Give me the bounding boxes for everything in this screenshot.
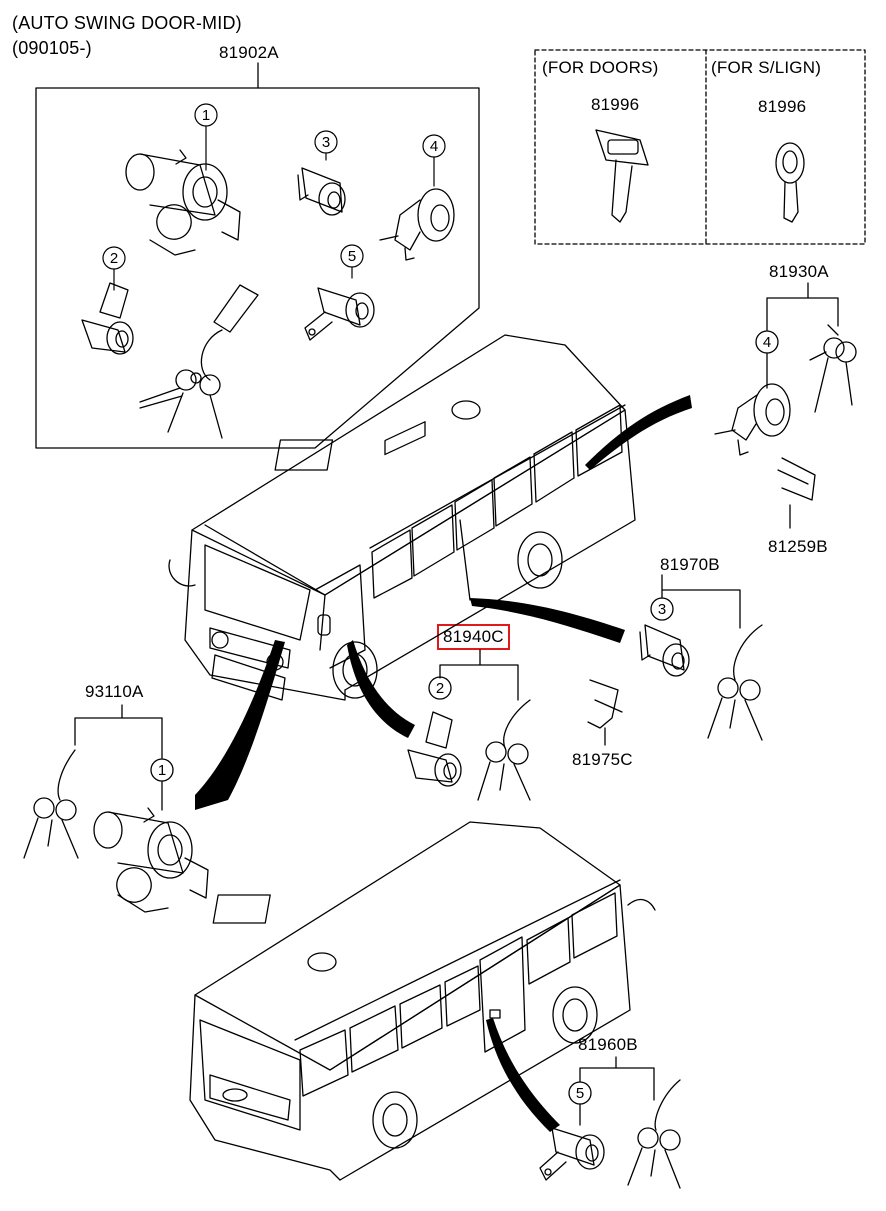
part-number-93110A[interactable]: 93110A — [85, 682, 144, 701]
side-clip-81975C[interactable] — [587, 679, 623, 746]
callout-5-swing: 5 — [576, 1085, 584, 1102]
side-lock-assembly-81970B[interactable]: 3 — [639, 574, 763, 741]
minibus-upper — [168, 334, 636, 701]
rear-clip-81259B[interactable] — [777, 457, 816, 529]
part-number-81259B[interactable]: 81259B — [768, 537, 828, 556]
key-doors-drawing[interactable] — [595, 129, 649, 223]
part-number-81930A[interactable]: 81930A — [769, 262, 829, 281]
part-number-81970B[interactable]: 81970B — [660, 555, 720, 574]
part-number-81996-slign[interactable]: 81996 — [758, 97, 807, 116]
small-lock-cylinder-kit[interactable] — [297, 167, 346, 216]
kit-box-outline — [35, 62, 480, 449]
swing-door-lock-assembly-81960B[interactable]: 5 — [539, 1056, 681, 1189]
ignition-assembly-93110A[interactable]: 1 — [23, 704, 209, 913]
rear-lock-assembly[interactable]: 4 — [714, 282, 857, 456]
diagram-title: (AUTO SWING DOOR-MID) — [12, 13, 242, 33]
part-number-81960B[interactable]: 81960B — [578, 1035, 638, 1054]
callout-3-side: 3 — [658, 601, 666, 618]
rear-lock-kit[interactable] — [379, 188, 455, 261]
part-number-81975C[interactable]: 81975C — [572, 750, 633, 769]
key-box-doors-label: (FOR DOORS) — [542, 58, 659, 77]
key-box-slign-label: (FOR S/LIGN) — [711, 58, 822, 77]
serial-range: (090105-) — [12, 38, 92, 58]
callout-4-kit: 4 — [430, 138, 438, 155]
key-slign-drawing[interactable] — [775, 142, 805, 223]
callout-5-kit: 5 — [348, 248, 356, 265]
key-set-kit[interactable] — [139, 284, 259, 439]
part-number-81996-doors[interactable]: 81996 — [591, 95, 640, 114]
callout-2-kit: 2 — [110, 250, 118, 267]
key-boxes — [534, 49, 866, 245]
callout-3-kit: 3 — [322, 134, 330, 151]
callout-4-rear: 4 — [763, 334, 771, 351]
minibus-lower — [189, 821, 656, 1181]
door-lock-kit[interactable] — [81, 282, 134, 355]
leader-arrows — [195, 395, 692, 1132]
part-number-81902A[interactable]: 81902A — [219, 43, 279, 62]
callout-1-ignition: 1 — [158, 762, 166, 779]
ignition-switch-kit[interactable] — [125, 149, 241, 256]
callout-2-front: 2 — [436, 680, 444, 697]
part-number-81940C-highlighted[interactable]: 81940C — [437, 624, 510, 650]
front-door-lock-assembly-81940C[interactable]: 2 — [407, 649, 531, 801]
callout-1-kit: 1 — [202, 107, 210, 124]
kit-callouts: 1 3 4 2 5 — [102, 103, 446, 291]
lever-lock-kit[interactable] — [304, 287, 375, 341]
